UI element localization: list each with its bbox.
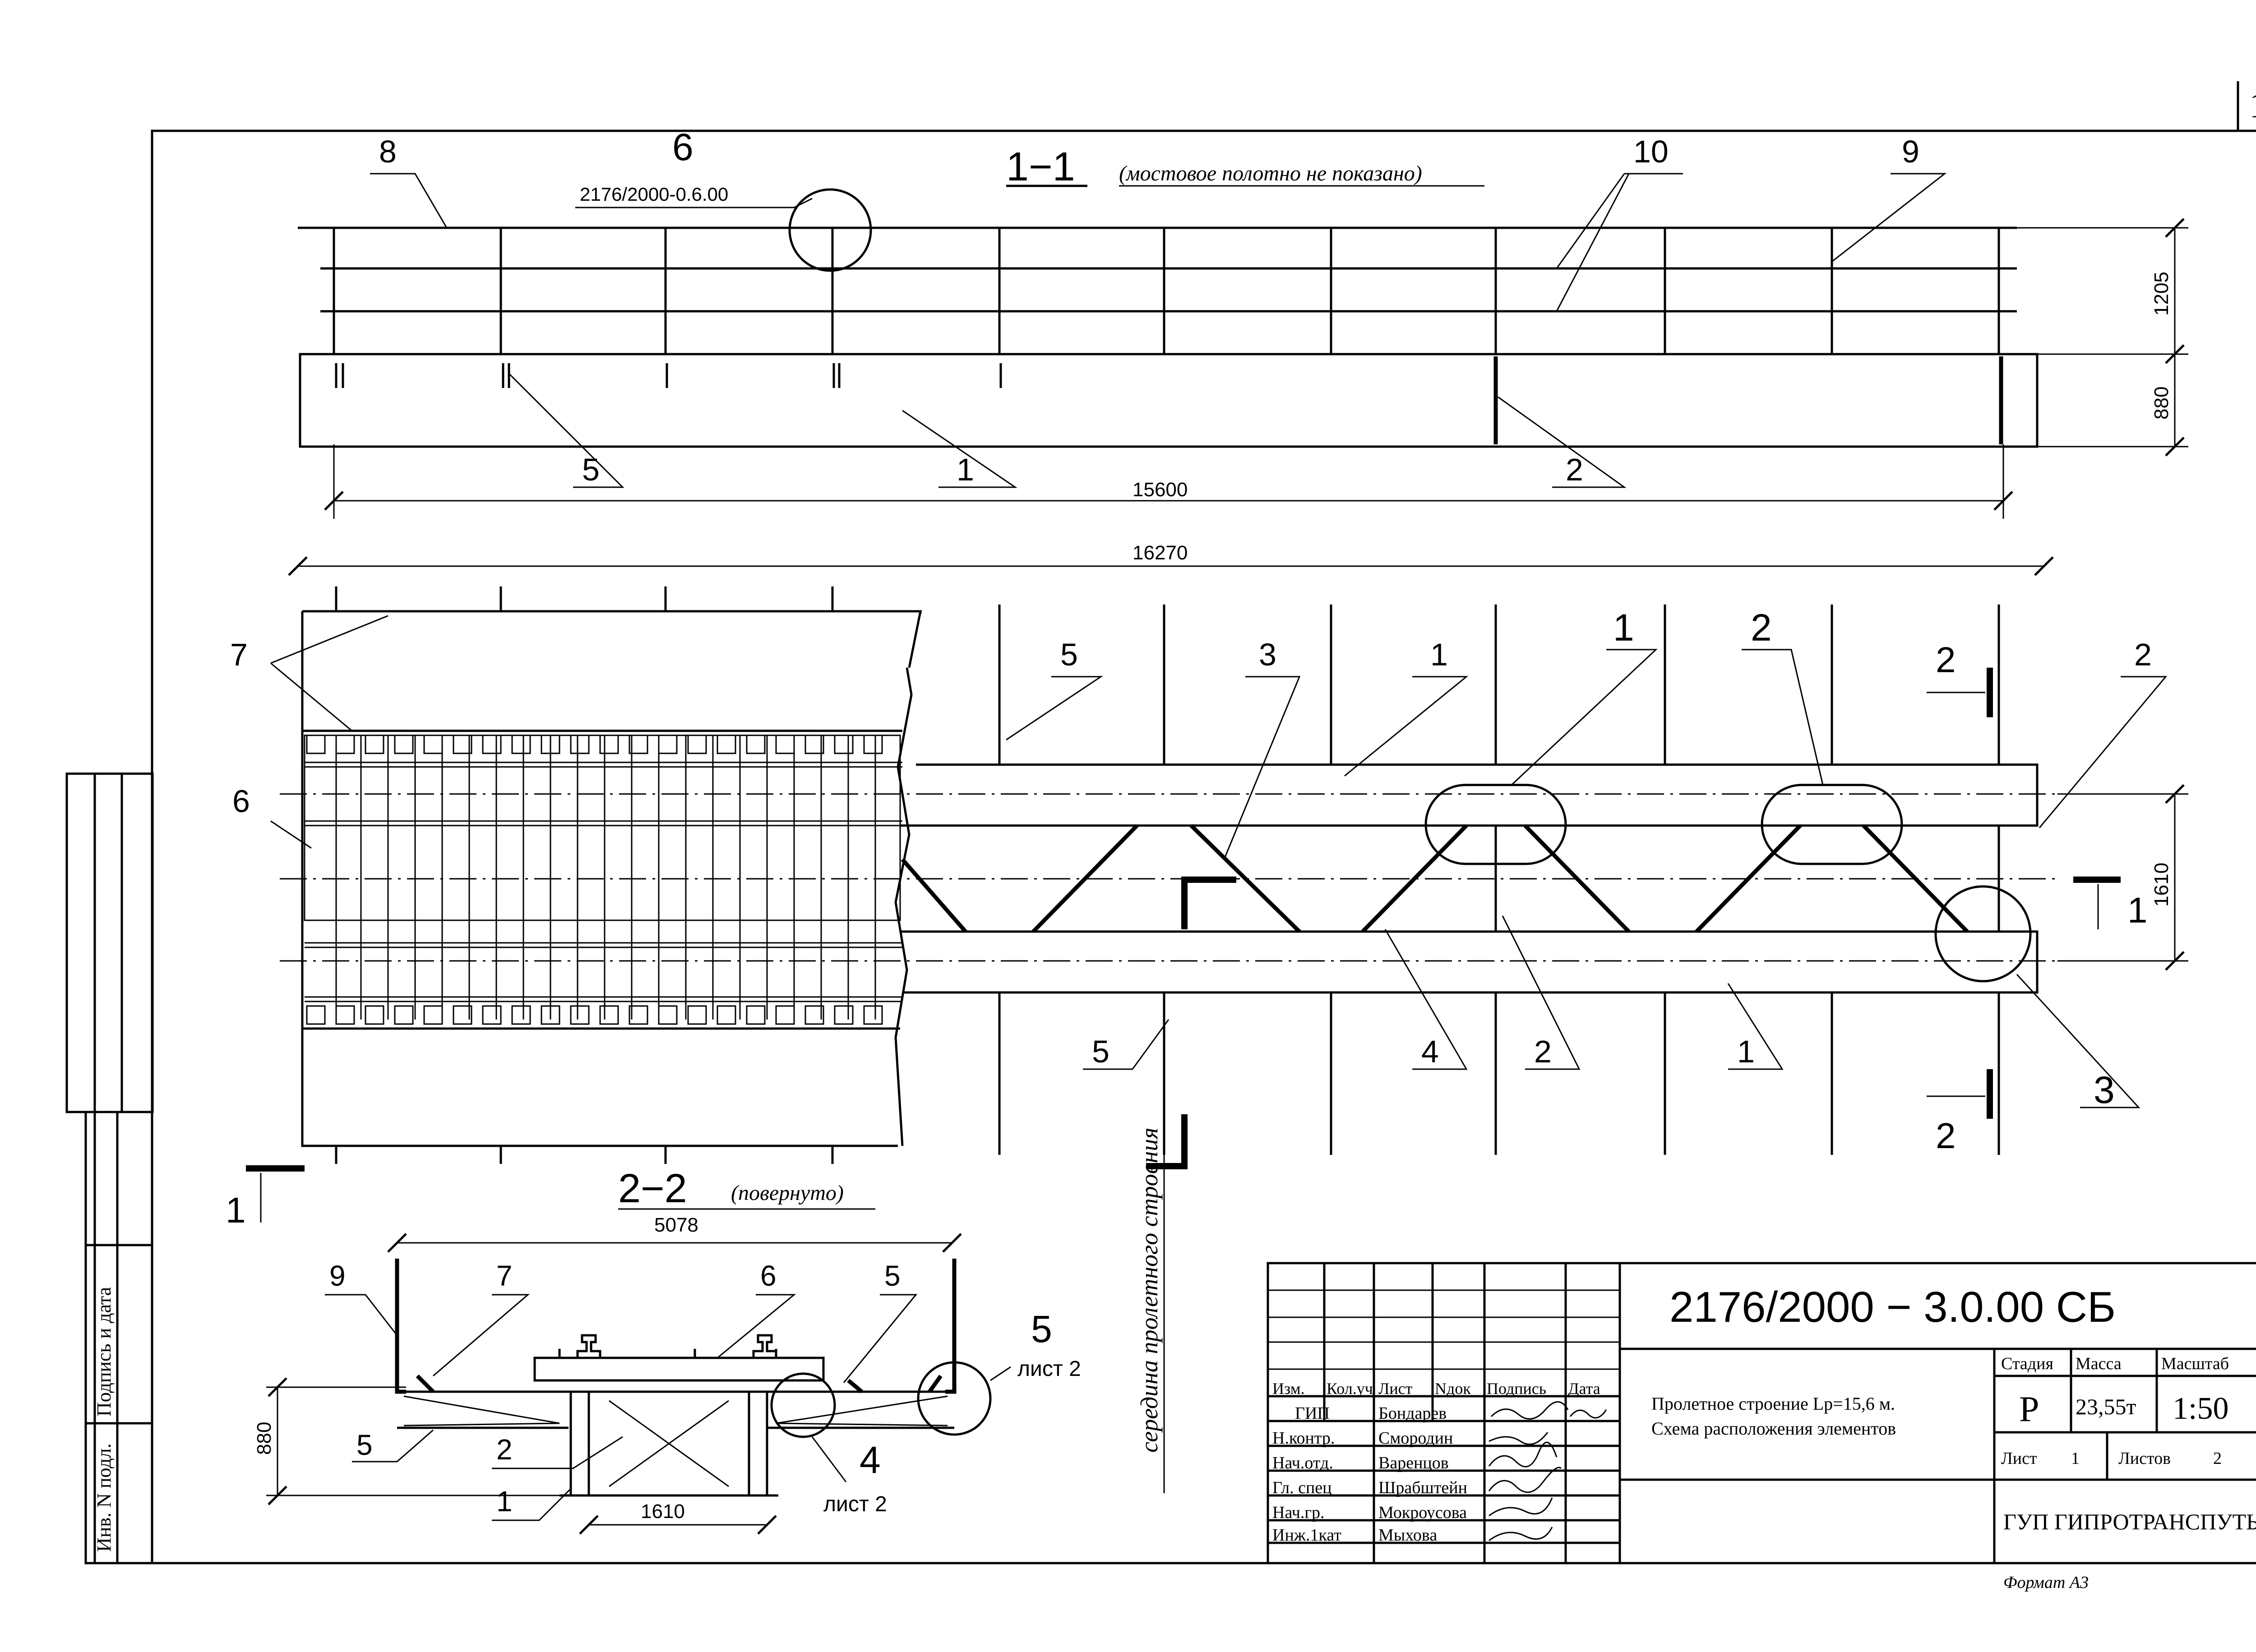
dim-16270: 16270 [1133, 542, 1188, 564]
callout-9: 9 [1902, 134, 1919, 169]
tb-description-2: Схема расположения элементов [1651, 1418, 1896, 1439]
callout-10: 10 [1633, 134, 1669, 169]
detail-3-circle [1934, 885, 2032, 983]
detail-5-circle [917, 1361, 992, 1436]
s22-callout-4: 4 [860, 1439, 881, 1481]
s22-sheet-ref-1: лист 2 [823, 1492, 887, 1516]
section-2-2-dim-1610: 1610 [641, 1500, 685, 1523]
midspan-label: середина пролетного строения [1136, 1128, 1163, 1453]
section-mark-2-bottom: 2 [1936, 1116, 1956, 1156]
section-1-1-note: (мостовое полотно не показано) [1119, 162, 1422, 185]
detail-6-circle [788, 188, 872, 272]
plan-callout-2-a: 2 [1751, 606, 1772, 649]
section-2-2-dim-880: 880 [253, 1422, 275, 1455]
detail-oval-1 [1424, 784, 1567, 865]
dim-1610: 1610 [2150, 863, 2173, 907]
plan-callout-2-b: 2 [2134, 637, 2152, 672]
tb-description-1: Пролетное строение Lp=15,6 м. [1651, 1394, 1895, 1414]
tb-stage-label: Стадия [2001, 1354, 2053, 1373]
s22-callout-1: 1 [496, 1485, 513, 1518]
tb-name-0: Бондарев [1378, 1404, 1447, 1423]
plan-callout-3: 3 [1259, 637, 1276, 672]
side-stamp-sign: Подпись и дата [93, 1287, 115, 1417]
tb-role-3: Гл. спец [1272, 1478, 1331, 1497]
section-1-1: 1−1 (мостовое полотно не показано) [298, 126, 2188, 519]
s22-callout-9: 9 [329, 1260, 346, 1292]
plan-callout-4: 4 [1421, 1034, 1439, 1069]
tb-name-5: Мыхова [1378, 1526, 1437, 1545]
s22-callout-6: 6 [760, 1260, 777, 1292]
detail-4-circle [770, 1372, 836, 1438]
plan-view: 16270 [226, 542, 2188, 1493]
s22-callout-5-right: 5 [1031, 1308, 1052, 1350]
section-mark-2-top: 2 [1936, 640, 1956, 680]
tb-header-data: Дата [1568, 1380, 1600, 1398]
s22-callout-5-left: 5 [356, 1429, 373, 1461]
plan-callout-1-c: 1 [1737, 1034, 1755, 1069]
tb-sheet: 1 [2071, 1449, 2080, 1468]
plan-callout-7: 7 [230, 637, 248, 672]
tb-org: ГУП ГИПРОТРАНСПУТЬ [2003, 1509, 2256, 1534]
dim-15600: 15600 [1133, 479, 1188, 501]
dim-5078: 5078 [654, 1214, 698, 1236]
tb-role-0: ГИП [1295, 1404, 1330, 1423]
s22-callout-7: 7 [496, 1260, 513, 1292]
tb-role-5: Инж.1кат [1272, 1526, 1341, 1545]
tb-header-list: Лист [1378, 1380, 1413, 1398]
tb-sheet-label: Лист [2001, 1449, 2037, 1468]
s22-callout-5-top: 5 [884, 1260, 901, 1292]
tb-role-2: Нач.отд. [1272, 1454, 1333, 1472]
s22-callout-2: 2 [496, 1433, 513, 1466]
callout-5: 5 [582, 452, 600, 487]
page-number: 16 [2249, 86, 2256, 125]
tb-sheets: 2 [2213, 1449, 2222, 1468]
plan-callout-5-bottom: 5 [1092, 1034, 1110, 1069]
tb-doc-code: 2176/2000 − 3.0.00 СБ [1669, 1283, 2116, 1331]
signatures [1488, 1401, 1607, 1541]
tb-stage: Р [2019, 1389, 2039, 1429]
tb-role-4: Нач.гр. [1272, 1503, 1324, 1522]
callout-2: 2 [1566, 452, 1583, 487]
callout-8: 8 [379, 134, 397, 169]
tb-scale-label: Масштаб [2161, 1354, 2229, 1373]
section-1-1-title: 1−1 [1006, 144, 1075, 189]
tb-header-ndok: Nдок [1435, 1380, 1471, 1398]
title-block: Изм. Кол.уч Лист Nдок Подпись Дата ГИП Б… [1267, 1262, 2256, 1564]
tb-mass-label: Масса [2076, 1354, 2122, 1373]
plan-callout-2-c: 2 [1534, 1034, 1552, 1069]
main-beam-elevation [299, 353, 2039, 448]
tb-scale: 1:50 [2173, 1391, 2228, 1426]
dim-1205: 1205 [2150, 272, 2173, 316]
tb-sheets-label: Листов [2118, 1449, 2171, 1468]
section-2-2: 2−2 (повернуто) 5078 [253, 1166, 1081, 1535]
tb-mass: 23,55т [2076, 1394, 2136, 1419]
tb-header-izm: Изм. [1272, 1380, 1305, 1398]
callout-6: 6 [672, 126, 693, 168]
tb-name-4: Мокроусова [1378, 1503, 1467, 1522]
tb-name-3: Шрабштейн [1378, 1478, 1467, 1497]
format-label: Формат А3 [2003, 1573, 2089, 1592]
s22-sheet-ref-2: лист 2 [1017, 1357, 1081, 1381]
tb-name-2: Варенцов [1378, 1454, 1449, 1472]
section-2-2-title: 2−2 [618, 1166, 687, 1211]
detail-oval-2 [1761, 784, 1903, 865]
plan-callout-1-b: 1 [1613, 606, 1634, 649]
dim-880: 880 [2150, 387, 2173, 420]
tb-role-1: Н.контр. [1272, 1429, 1335, 1448]
tb-header-kol: Кол.уч [1327, 1380, 1373, 1398]
tb-header-podpis: Подпись [1487, 1380, 1546, 1398]
plan-callout-6: 6 [232, 784, 250, 819]
side-stamp-inv: Инв. N подл. [93, 1444, 115, 1552]
side-stamp: Инв. N подл. Подпись и дата [65, 772, 154, 1564]
plan-callout-3-b: 3 [2094, 1069, 2115, 1111]
plan-callout-5-top: 5 [1060, 637, 1078, 672]
ref-code: 2176/2000-0.6.00 [580, 184, 728, 205]
section-mark-1-right: 1 [2127, 890, 2148, 930]
section-2-2-note: (повернуто) [731, 1181, 844, 1205]
plan-callout-1-a: 1 [1430, 637, 1448, 672]
tb-name-1: Смородин [1378, 1429, 1453, 1448]
section-mark-1-left: 1 [226, 1190, 246, 1230]
